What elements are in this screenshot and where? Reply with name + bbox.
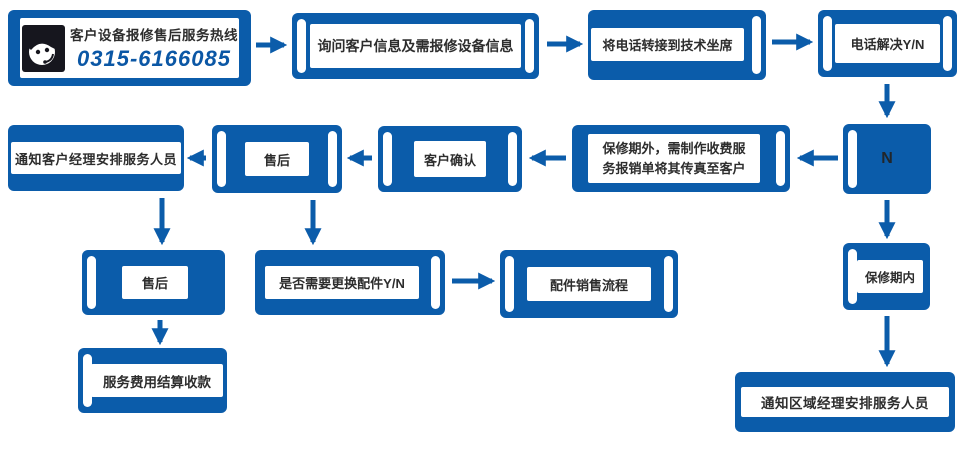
node-out-warranty: 保修期外，需制作收费服 务报销单将其传真至客户 — [572, 125, 790, 192]
node-side-pill — [505, 256, 514, 312]
hotline-title: 客户设备报修售后服务热线 — [70, 28, 238, 43]
node-after-sales-1: 售后 — [212, 125, 342, 193]
node-label: 电话解决Y/N — [850, 37, 925, 52]
node-transfer: 将电话转接到技术坐席 — [588, 10, 766, 80]
node-label-line2: 务报销单将其传真至客户 — [602, 160, 746, 176]
node-side-pill — [508, 132, 517, 186]
node-label: N — [881, 150, 893, 167]
node-customer-confirm: 客户确认 — [378, 126, 522, 192]
node-label: 询问客户信息及需报修设备信息 — [317, 38, 514, 54]
node-hotline: 客户设备报修售后服务热线 0315-6166085 — [8, 10, 251, 86]
node-label: 客户确认 — [423, 152, 476, 168]
node-side-pill — [431, 256, 440, 309]
node-side-pill — [83, 354, 92, 407]
customer-service-agent-icon — [22, 24, 65, 72]
node-side-pill — [87, 256, 96, 309]
hotline-text-block: 客户设备报修售后服务热线 0315-6166085 — [65, 24, 239, 72]
node-side-pill — [776, 131, 785, 186]
node-side-pill — [383, 132, 392, 186]
node-side-pill — [943, 16, 952, 71]
node-label: 服务费用结算收款 — [103, 374, 211, 390]
node-side-pill — [823, 16, 832, 71]
node-label-line1: 保修期外，需制作收费服 — [602, 141, 746, 156]
node-need-parts: 是否需要更换配件Y/N — [255, 250, 445, 315]
node-side-pill — [328, 131, 337, 187]
node-ask-info: 询问客户信息及需报修设备信息 — [292, 13, 539, 79]
node-side-pill — [752, 16, 761, 74]
node-label: 通知客户经理安排服务人员 — [14, 151, 177, 167]
node-label: 售后 — [141, 276, 168, 291]
node-side-pill — [848, 249, 857, 304]
node-notify-region-manager: 通知区域经理安排服务人员 — [735, 372, 955, 432]
node-side-pill — [297, 19, 306, 73]
node-n-decision: N — [843, 124, 931, 194]
node-side-pill — [217, 131, 226, 187]
node-side-pill — [525, 19, 534, 73]
node-label: 将电话转接到技术坐席 — [602, 38, 733, 53]
node-service-fee: 服务费用结算收款 — [78, 348, 227, 413]
node-label: 售后 — [263, 152, 290, 168]
node-after-sales-2: 售后 — [82, 250, 225, 315]
node-side-pill — [664, 256, 673, 312]
node-phone-solve: 电话解决Y/N — [818, 10, 957, 77]
node-notify-customer-manager: 通知客户经理安排服务人员 — [8, 125, 184, 191]
node-in-warranty: 保修期内 — [843, 243, 930, 310]
node-label: 是否需要更换配件Y/N — [279, 276, 405, 291]
node-label: 配件销售流程 — [549, 277, 628, 293]
node-label: 保修期内 — [864, 271, 915, 285]
hotline-phone-number: 0315-6166085 — [77, 46, 231, 71]
hotline-band: 客户设备报修售后服务热线 0315-6166085 — [20, 18, 239, 78]
node-label: 通知区域经理安排服务人员 — [761, 396, 929, 411]
node-parts-sales: 配件销售流程 — [500, 250, 678, 318]
node-side-pill — [848, 130, 857, 188]
